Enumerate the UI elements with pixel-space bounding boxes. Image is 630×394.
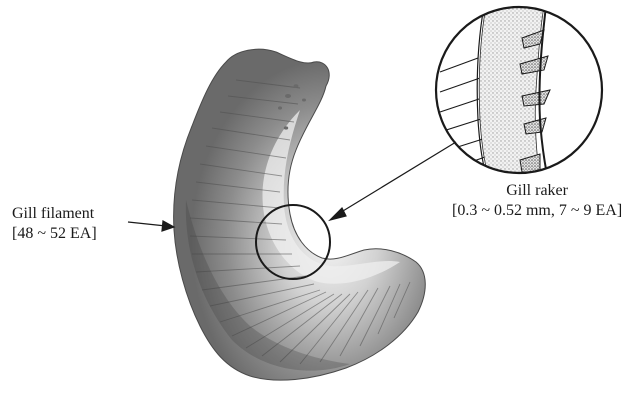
arrow-head-inset	[330, 208, 346, 220]
gill-raker-inset	[436, 6, 602, 180]
gill-arch	[174, 49, 426, 380]
gill-arch-body	[174, 49, 426, 380]
gill-raker-detail: [0.3 ~ 0.52 mm, 7 ~ 9 EA]	[452, 201, 622, 221]
arrow-gill-filament	[128, 222, 166, 226]
gill-filament-detail: [48 ~ 52 EA]	[12, 224, 97, 244]
gill-raker-name: Gill raker	[452, 181, 622, 201]
gill-filament-label: Gill filament [48 ~ 52 EA]	[12, 204, 97, 244]
arrow-inset-to-circle	[338, 142, 456, 214]
gill-raker-label: Gill raker [0.3 ~ 0.52 mm, 7 ~ 9 EA]	[452, 181, 622, 221]
gill-filament-name: Gill filament	[12, 204, 97, 224]
arrow-head-gill-filament	[162, 221, 174, 231]
